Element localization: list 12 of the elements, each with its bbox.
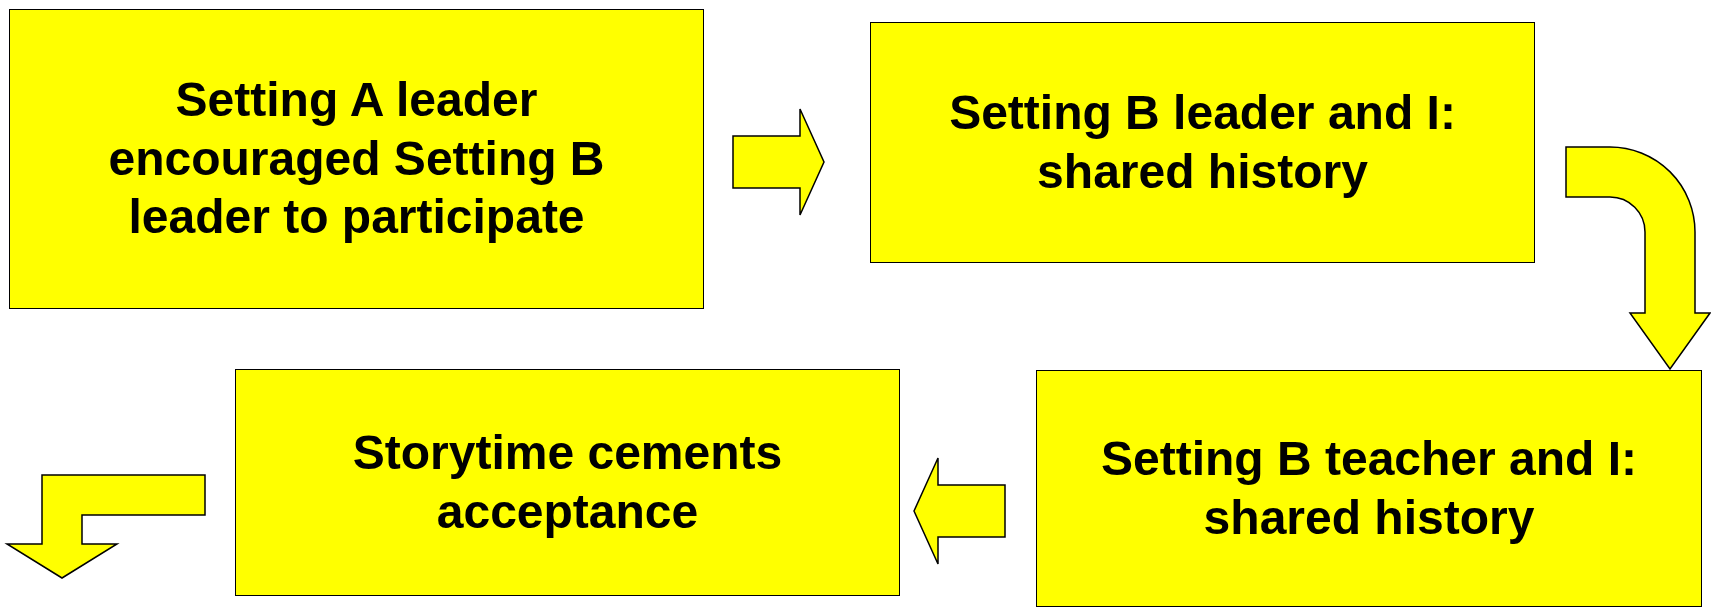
block-arrow	[732, 108, 825, 216]
box-text: Storytime cements acceptance	[351, 424, 784, 540]
box-text: Setting A leader encouraged Setting B leader to participate	[107, 72, 606, 246]
process-box	[9, 9, 704, 309]
block-arrow	[4, 474, 206, 579]
process-box	[235, 369, 900, 596]
box-text: Setting B teacher and I: shared history	[1099, 430, 1639, 546]
box-text: Setting B leader and I: shared history	[948, 84, 1457, 200]
process-box	[870, 22, 1535, 263]
block-arrow	[913, 457, 1006, 565]
block-arrow	[1565, 146, 1711, 370]
process-box	[1036, 370, 1702, 607]
